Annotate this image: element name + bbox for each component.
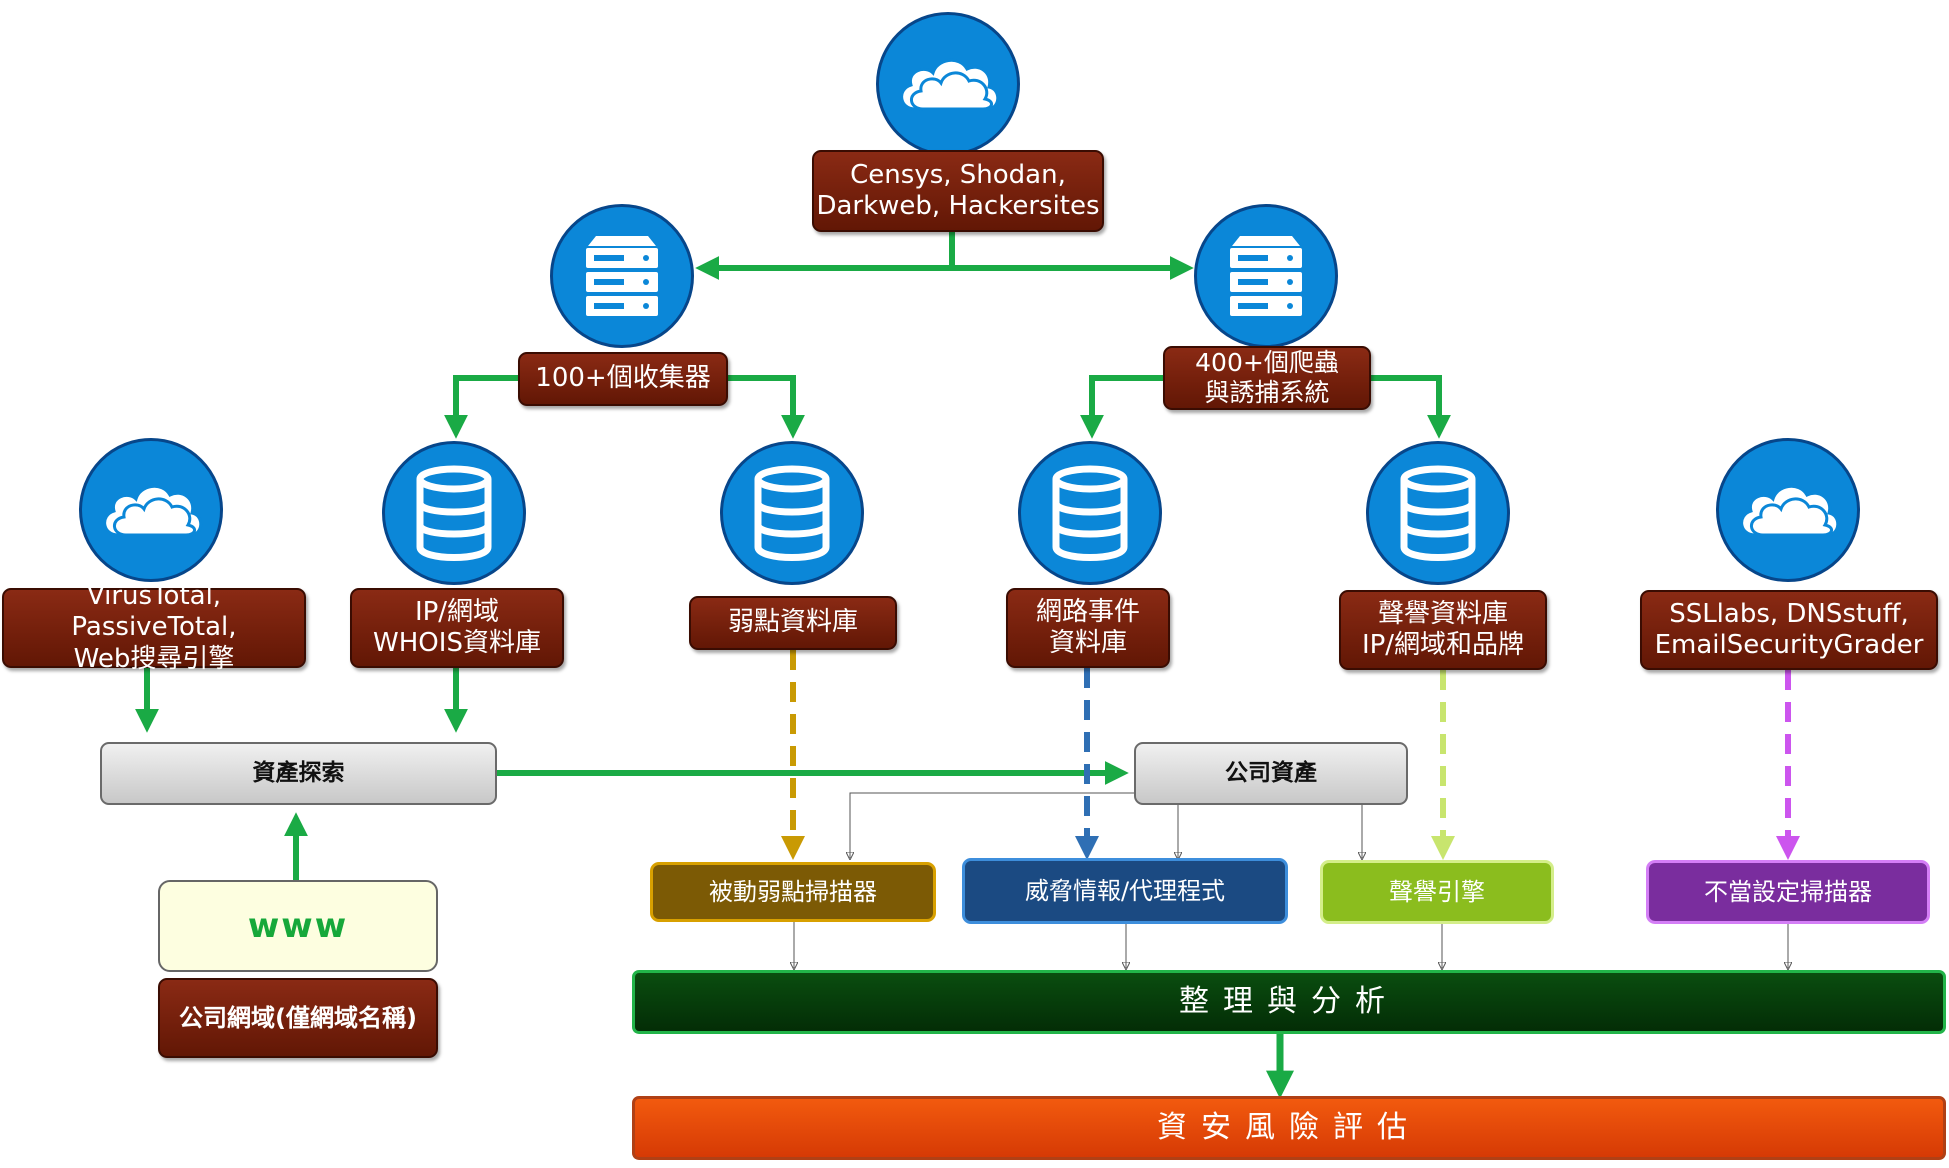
node-crawlers: 400+個爬蟲 與誘捕系統	[1163, 346, 1371, 410]
server-icon	[1194, 204, 1338, 348]
edge-crawlers-branches	[1080, 375, 1451, 439]
node-www: www	[158, 880, 438, 972]
database-icon	[720, 441, 864, 585]
node-whois-db-label: IP/網域 WHOIS資料庫	[373, 596, 541, 658]
node-whois-db: IP/網域 WHOIS資料庫	[350, 588, 564, 668]
edge-collectors-branches	[444, 375, 805, 439]
node-risk-assessment: 資安風險評估	[632, 1096, 1946, 1160]
cloud-icon	[1716, 438, 1860, 582]
node-asset-discovery-label: 資產探索	[252, 759, 345, 786]
node-incident-db: 網路事件 資料庫	[1006, 588, 1170, 668]
edge-tools-to-analysis	[794, 922, 1788, 968]
node-ssllabs-label: SSLlabs, DNSstuff, EmailSecurityGrader	[1654, 598, 1924, 660]
cloud-icon	[876, 12, 1020, 156]
node-crawlers-label: 400+個爬蟲 與誘捕系統	[1195, 348, 1339, 407]
node-vuln-db: 弱點資料庫	[689, 596, 897, 650]
edge-into-asset-discovery	[135, 668, 1129, 880]
node-misconfig-scanner: 不當設定掃描器	[1646, 860, 1930, 924]
node-collectors-label: 100+個收集器	[535, 363, 711, 394]
node-reputation-db: 聲譽資料庫 IP/網域和品牌	[1339, 590, 1547, 670]
node-misconfig-scanner-label: 不當設定掃描器	[1704, 877, 1872, 906]
node-www-label: www	[247, 905, 349, 946]
database-icon	[1018, 441, 1162, 585]
node-virustotal: VirusTotal, PassiveTotal, Web搜尋引擎	[2, 581, 306, 674]
edge-top-to-servers	[695, 232, 1194, 280]
node-asset-discovery: 資產探索	[100, 742, 497, 805]
node-threat-intel: 威脅情報/代理程式	[962, 858, 1288, 924]
edge-assets-to-tools	[850, 790, 1362, 858]
node-incident-db-label: 網路事件 資料庫	[1035, 596, 1140, 658]
cloud-icon	[79, 438, 223, 582]
node-vuln-db-label: 弱點資料庫	[727, 607, 858, 638]
node-ssllabs: SSLlabs, DNSstuff, EmailSecurityGrader	[1640, 590, 1938, 670]
database-icon	[1366, 441, 1510, 585]
node-top-source: Censys, Shodan, Darkweb, Hackersites	[812, 150, 1104, 232]
node-analysis: 整理與分析	[632, 970, 1946, 1034]
database-icon	[382, 441, 526, 585]
node-reputation-engine-label: 聲譽引擎	[1389, 877, 1485, 906]
node-collectors: 100+個收集器	[518, 352, 728, 406]
node-company-domain-label: 公司網域(僅網域名稱)	[179, 1003, 417, 1032]
node-company-domain: 公司網域(僅網域名稱)	[158, 978, 438, 1058]
node-analysis-label: 整理與分析	[1179, 984, 1399, 1019]
node-reputation-db-label: 聲譽資料庫 IP/網域和品牌	[1361, 598, 1525, 660]
node-passive-scanner: 被動弱點掃描器	[650, 862, 936, 922]
node-company-assets-label: 公司資產	[1225, 759, 1317, 786]
node-threat-intel-label: 威脅情報/代理程式	[1024, 876, 1226, 905]
node-virustotal-label: VirusTotal, PassiveTotal, Web搜尋引擎	[71, 581, 237, 674]
server-icon	[550, 204, 694, 348]
node-top-source-label: Censys, Shodan, Darkweb, Hackersites	[816, 159, 1100, 221]
node-reputation-engine: 聲譽引擎	[1320, 860, 1554, 924]
node-risk-assessment-label: 資安風險評估	[1157, 1110, 1421, 1145]
node-passive-scanner-label: 被動弱點掃描器	[709, 877, 877, 906]
node-company-assets: 公司資產	[1134, 742, 1408, 805]
